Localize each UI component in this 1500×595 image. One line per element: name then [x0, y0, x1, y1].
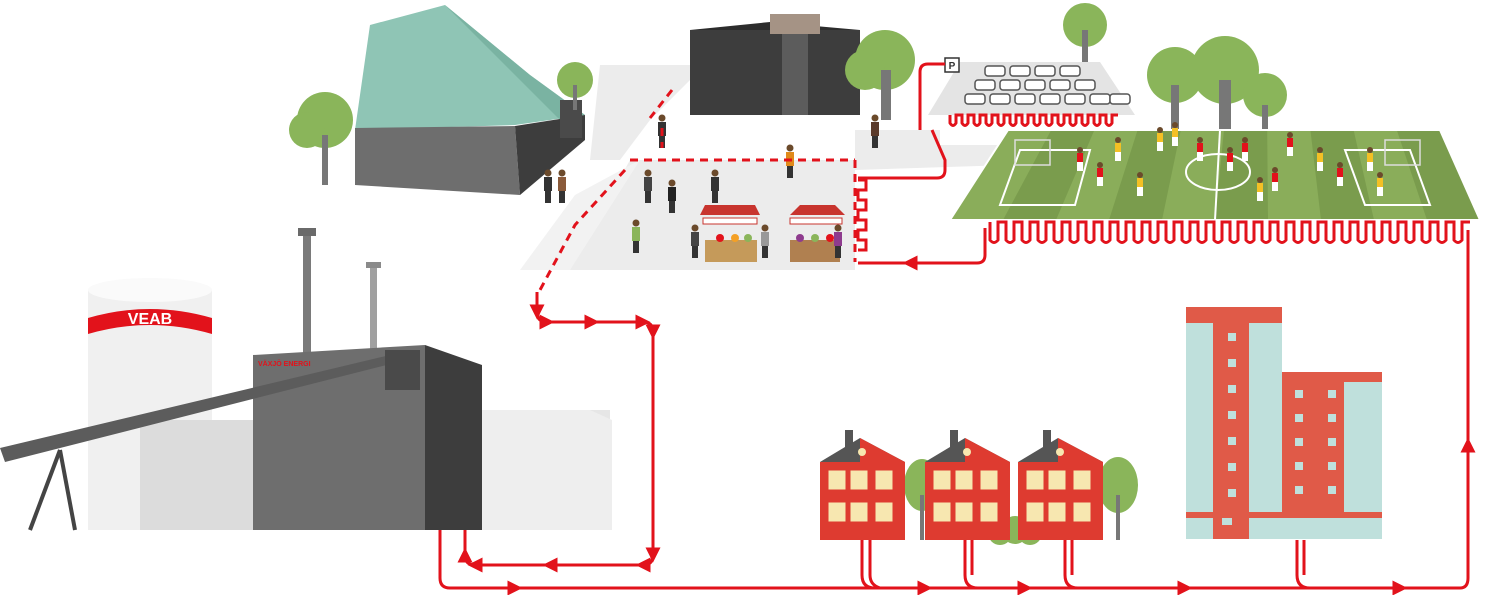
player-icon	[1272, 167, 1278, 191]
tree-icon	[289, 92, 353, 185]
player-icon	[1077, 147, 1083, 171]
player-icon	[1157, 127, 1163, 151]
tree-icon	[557, 62, 593, 110]
person-icon	[544, 169, 552, 203]
car-icon	[1009, 65, 1031, 77]
player-icon	[1337, 162, 1343, 186]
car-icon	[1039, 93, 1061, 105]
market-stall-icon	[700, 205, 760, 262]
player-icon	[1367, 147, 1373, 171]
player-icon	[1097, 162, 1103, 186]
player-icon	[1287, 132, 1293, 156]
player-icon	[1197, 137, 1203, 161]
player-icon	[1257, 177, 1263, 201]
car-icon	[974, 79, 996, 91]
dark-building	[690, 14, 860, 115]
person-icon	[834, 224, 842, 258]
house-icon	[925, 430, 1010, 540]
parked-cars	[964, 65, 1131, 105]
person-icon	[691, 224, 699, 258]
player-icon	[1377, 172, 1383, 196]
building-sign: VÄXJÖ ENERGI	[258, 359, 311, 368]
car-icon	[1034, 65, 1056, 77]
district-heating-pipes	[438, 62, 1476, 595]
player-icon	[1242, 137, 1248, 161]
goal-left-icon	[1014, 139, 1051, 166]
car-icon	[984, 65, 1006, 77]
person-icon	[711, 169, 719, 203]
tree-icon	[1098, 457, 1138, 540]
apartment-blocks	[1186, 307, 1382, 539]
tree-icon	[1147, 47, 1203, 135]
car-icon	[989, 93, 1011, 105]
car-icon	[1014, 93, 1036, 105]
person-icon	[558, 169, 566, 203]
player-icon	[1317, 147, 1323, 171]
football-field	[948, 122, 1482, 221]
parking-sign-label: P	[949, 61, 956, 72]
person-icon	[644, 169, 652, 203]
tree-icon	[1191, 36, 1259, 140]
car-icon	[1024, 79, 1046, 91]
tank-logo: VEAB	[128, 311, 172, 328]
tree-icon	[845, 30, 915, 120]
car-icon	[964, 93, 986, 105]
townhouses	[820, 430, 1103, 540]
football-players	[1077, 122, 1383, 201]
player-icon	[1137, 172, 1143, 196]
car-icon	[1109, 93, 1131, 105]
person-icon	[871, 114, 879, 148]
parking-lot: P	[928, 57, 1135, 115]
house-icon	[1018, 430, 1103, 540]
car-icon	[1059, 65, 1081, 77]
car-icon	[1089, 93, 1111, 105]
person-icon	[761, 224, 769, 258]
goal-right-icon	[1384, 139, 1421, 166]
person-icon	[632, 219, 640, 253]
market-stall-icon	[789, 205, 845, 262]
house-icon	[820, 430, 905, 540]
player-icon	[1115, 137, 1121, 161]
car-icon	[1064, 93, 1086, 105]
car-icon	[999, 79, 1021, 91]
person-icon	[668, 179, 676, 213]
player-icon	[1227, 147, 1233, 171]
tree-icon	[1243, 73, 1287, 145]
car-icon	[1074, 79, 1096, 91]
market-area	[544, 114, 879, 262]
arena-building	[355, 5, 585, 195]
player-icon	[1172, 122, 1178, 146]
tree-icon	[1063, 3, 1107, 65]
power-plant: VEAB VÄXJÖ ENERGI	[0, 228, 612, 531]
car-icon	[1049, 79, 1071, 91]
